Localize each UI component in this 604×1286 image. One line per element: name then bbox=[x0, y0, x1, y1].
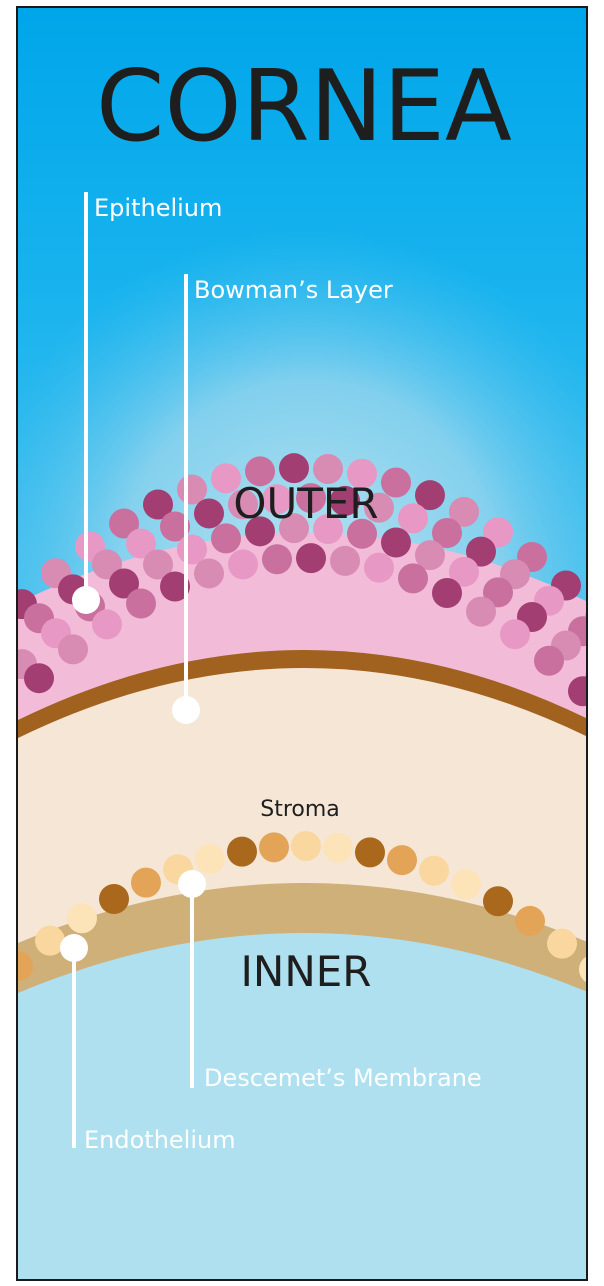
endothelium-leader-line bbox=[72, 948, 76, 1148]
diagram-title: CORNEA bbox=[96, 50, 512, 164]
epithelial-cell bbox=[466, 597, 496, 627]
endothelial-cell bbox=[387, 845, 417, 875]
epithelium-marker bbox=[72, 586, 100, 614]
bowmans-layer-label: Bowman’s Layer bbox=[194, 276, 393, 304]
endothelial-cell bbox=[291, 831, 321, 861]
cornea-diagram-frame: CORNEA OUTER Stroma INNER Epithelium Bow… bbox=[16, 6, 588, 1281]
endothelial-cell bbox=[355, 837, 385, 867]
epithelial-cell bbox=[381, 527, 411, 557]
endothelial-cell bbox=[451, 870, 481, 900]
endothelial-cell bbox=[483, 886, 513, 916]
epithelial-cell bbox=[228, 549, 258, 579]
endothelium-label: Endothelium bbox=[84, 1126, 236, 1154]
endothelial-cell bbox=[99, 884, 129, 914]
endothelial-cell bbox=[323, 833, 353, 863]
epithelial-cell bbox=[398, 503, 428, 533]
epithelial-cell bbox=[364, 553, 394, 583]
stroma-label: Stroma bbox=[260, 797, 340, 822]
descemets-membrane-label: Descemet’s Membrane bbox=[204, 1064, 482, 1092]
descemets-membrane-marker bbox=[178, 870, 206, 898]
epithelial-cell bbox=[58, 634, 88, 664]
bowmans-layer-leader-line bbox=[184, 274, 188, 710]
epithelial-cell bbox=[534, 646, 564, 676]
endothelial-cell bbox=[259, 832, 289, 862]
epithelial-cell bbox=[262, 544, 292, 574]
endothelial-cell bbox=[195, 844, 225, 874]
epithelial-cell bbox=[432, 578, 462, 608]
outer-region-label: OUTER bbox=[233, 479, 378, 528]
cornea-layers-diagram: CORNEA OUTER Stroma INNER Epithelium Bow… bbox=[18, 8, 588, 1281]
endothelial-cell bbox=[515, 906, 545, 936]
endothelial-cell bbox=[131, 868, 161, 898]
inner-region-label: INNER bbox=[241, 947, 372, 996]
epithelial-cell bbox=[92, 609, 122, 639]
epithelial-cell bbox=[398, 563, 428, 593]
epithelium-leader-line bbox=[84, 192, 88, 600]
epithelial-cell bbox=[500, 619, 530, 649]
bowmans-layer-marker bbox=[172, 696, 200, 724]
epithelial-cell bbox=[24, 663, 54, 693]
endothelial-cell bbox=[67, 903, 97, 933]
epithelial-cell bbox=[330, 546, 360, 576]
endothelium-marker bbox=[60, 934, 88, 962]
endothelial-cell bbox=[419, 856, 449, 886]
endothelial-cell bbox=[227, 837, 257, 867]
endothelial-cell bbox=[547, 929, 577, 959]
epithelial-cell bbox=[194, 558, 224, 588]
epithelial-cell bbox=[126, 588, 156, 618]
epithelial-cell bbox=[194, 498, 224, 528]
epithelial-cell bbox=[381, 467, 411, 497]
epithelial-cell bbox=[296, 543, 326, 573]
epithelium-label: Epithelium bbox=[94, 194, 222, 222]
descemets-membrane-leader-line bbox=[190, 884, 194, 1088]
